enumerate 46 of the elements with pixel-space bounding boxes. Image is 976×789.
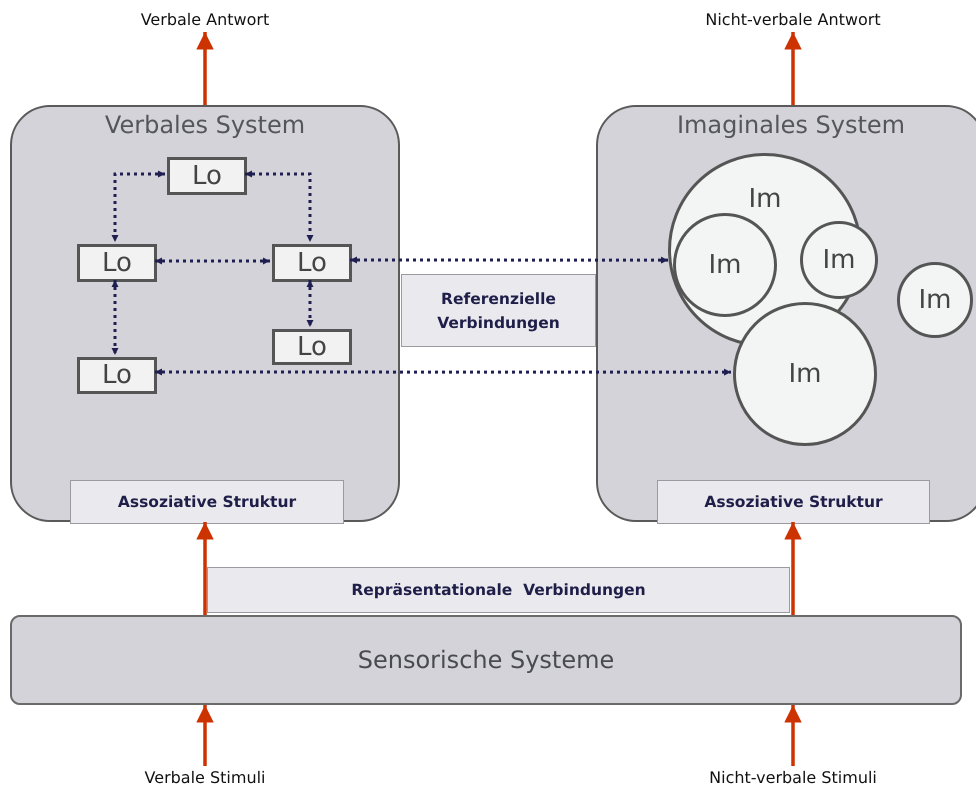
caption-text: Verbale Antwort (140, 9, 270, 31)
dotted-double-arrow (350, 256, 668, 264)
caption-text: Nicht-verbale Stimuli (708, 767, 878, 789)
box-label: Lo (191, 160, 223, 192)
band-label: Repräsentationale Verbindungen (350, 580, 647, 601)
sensory-panel (10, 615, 962, 705)
label-band (401, 274, 596, 347)
lo-box (272, 329, 352, 365)
system-panel (10, 105, 400, 522)
dotted-double-arrow (112, 280, 118, 355)
box-label: Lo (101, 360, 133, 391)
system-panel (596, 105, 976, 522)
dotted-double-arrow (245, 170, 314, 242)
arrow (784, 32, 802, 105)
band-label: Referenzielle Verbindungen (436, 288, 561, 334)
lo-box (77, 244, 157, 282)
caption-text: Nicht-verbale Antwort (704, 9, 882, 31)
lo-box (77, 357, 157, 394)
circle-label: Im (918, 284, 952, 317)
band-label: Assoziative Struktur (703, 492, 884, 513)
circle-label: Im (748, 184, 782, 214)
label-band (207, 567, 790, 613)
dotted-double-arrow (155, 258, 270, 264)
lo-box (272, 244, 352, 282)
panel-title: Sensorische Systeme (356, 645, 616, 676)
arrow (196, 32, 214, 105)
circle-label: Im (788, 358, 822, 391)
dotted-double-arrow (155, 368, 731, 376)
box-label: Lo (296, 247, 328, 279)
circle-label: Im (822, 244, 856, 277)
band-label: Assoziative Struktur (116, 492, 298, 513)
label-band (70, 480, 344, 524)
box-label: Lo (296, 332, 328, 362)
arrow (196, 522, 214, 615)
arrow (784, 705, 802, 766)
arrow (784, 522, 802, 615)
box-label: Lo (101, 247, 133, 279)
arrow (196, 705, 214, 766)
dotted-double-arrow (306, 280, 314, 327)
panel-title: Verbales System (104, 111, 306, 139)
circle-label: Im (708, 249, 742, 282)
lo-box (167, 157, 247, 195)
panel-title: Imaginales System (676, 111, 906, 139)
caption-text: Verbale Stimuli (144, 767, 266, 789)
dotted-double-arrow (112, 170, 165, 242)
label-band (657, 480, 930, 524)
